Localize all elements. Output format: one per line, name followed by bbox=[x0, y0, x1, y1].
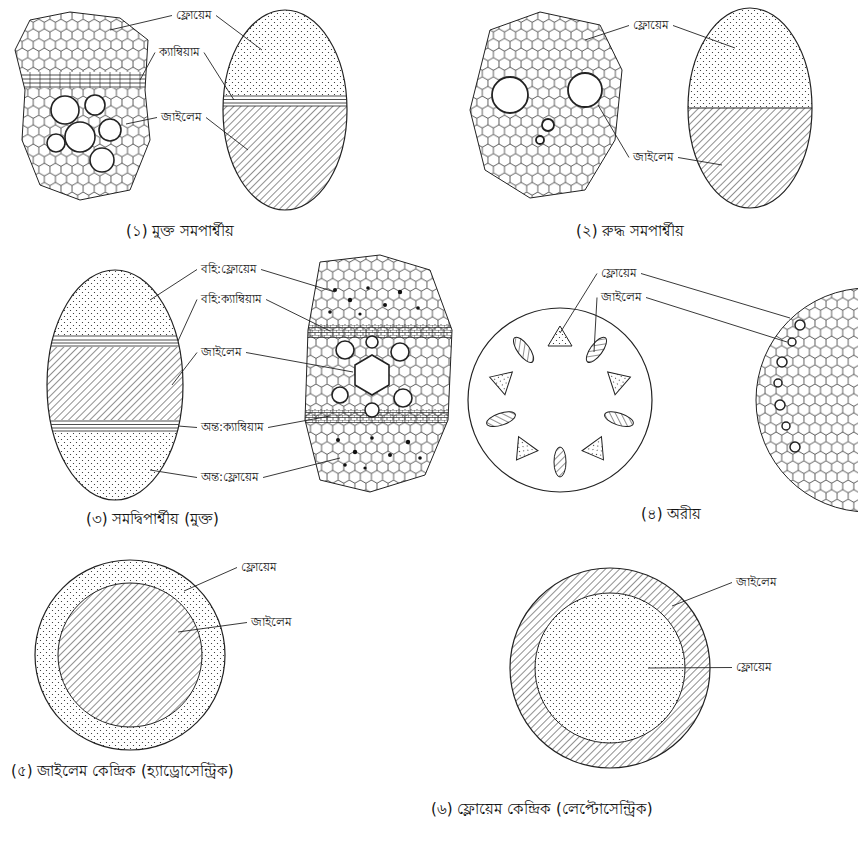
part-label: জাইলেম bbox=[200, 345, 243, 360]
part-label: জাইলেম bbox=[250, 615, 293, 630]
leader-line bbox=[261, 270, 335, 293]
leader-line bbox=[678, 158, 722, 166]
bundle-diagram bbox=[685, 0, 815, 218]
leader-line bbox=[178, 623, 247, 633]
leader-line bbox=[673, 26, 735, 49]
cell-section bbox=[750, 285, 858, 520]
leader-line bbox=[150, 270, 197, 301]
part-label: জাইলেম bbox=[600, 290, 643, 305]
leader-line bbox=[184, 568, 237, 592]
leader-line bbox=[150, 470, 197, 478]
part-label: জাইলেম bbox=[735, 575, 778, 590]
caption: (২) রুদ্ধ সমপার্শ্বীয় bbox=[575, 222, 685, 241]
leader-line bbox=[266, 300, 330, 332]
leader-line bbox=[204, 53, 234, 101]
part-label: জাইলেম bbox=[160, 110, 203, 125]
leader-line bbox=[140, 53, 155, 81]
leader-line bbox=[178, 426, 197, 428]
caption: (৩) সমদ্বিপার্শ্বীয় (মুক্ত) bbox=[85, 510, 220, 529]
leader-line bbox=[172, 353, 197, 386]
cell-section bbox=[460, 0, 630, 210]
bundle-diagram bbox=[40, 265, 190, 502]
radial-bundle-diagram bbox=[468, 308, 652, 492]
caption: (১) মুক্ত সমপার্শ্বীয় bbox=[125, 222, 235, 241]
leader-line bbox=[560, 274, 597, 334]
leader-line bbox=[178, 300, 197, 342]
leader-line bbox=[646, 298, 787, 343]
part-label: ক্যাম্বিয়াম bbox=[158, 45, 201, 60]
caption: (৪) অরীয় bbox=[640, 505, 702, 524]
part-label: ফ্লোয়েম bbox=[240, 560, 278, 575]
part-label: অন্ত:ফ্লোয়েম bbox=[200, 470, 260, 485]
leader-line bbox=[263, 458, 340, 478]
caption: (৬) ফ্লোয়েম কেন্দ্রিক (লেপ্টোসেন্ট্রিক) bbox=[430, 800, 654, 819]
leader-lines bbox=[110, 16, 790, 669]
part-label: ফ্লোয়েম bbox=[600, 266, 638, 281]
leader-line bbox=[641, 274, 790, 319]
part-label: ফ্লোয়েম bbox=[632, 18, 670, 33]
leader-line bbox=[648, 667, 732, 669]
caption: (৫) জাইলেম কেন্দ্রিক (হ্যাড্রোসেন্ট্রিক) bbox=[10, 762, 235, 781]
leader-line bbox=[216, 16, 262, 51]
part-label: ফ্লোয়েম bbox=[735, 660, 773, 675]
hadrocentric-diagram bbox=[35, 560, 225, 750]
part-label: বহি:ক্যাম্বিয়াম bbox=[200, 292, 263, 307]
leader-line bbox=[585, 26, 629, 41]
part-label: ফ্লোয়েম bbox=[175, 8, 213, 23]
part-label: জাইলেম bbox=[632, 150, 675, 165]
leader-line bbox=[206, 118, 248, 151]
leader-line bbox=[268, 416, 330, 428]
part-label: অন্ত:ক্যাম্বিয়াম bbox=[200, 420, 265, 435]
leader-line bbox=[672, 583, 732, 607]
cell-section bbox=[0, 0, 160, 210]
leader-line bbox=[110, 16, 172, 31]
leader-line bbox=[598, 105, 629, 158]
bundle-diagram bbox=[220, 0, 360, 216]
leader-line bbox=[126, 118, 157, 125]
leader-line bbox=[246, 353, 353, 373]
leader-line bbox=[594, 298, 597, 353]
part-label: বহি:ফ্লোয়েম bbox=[200, 262, 258, 277]
